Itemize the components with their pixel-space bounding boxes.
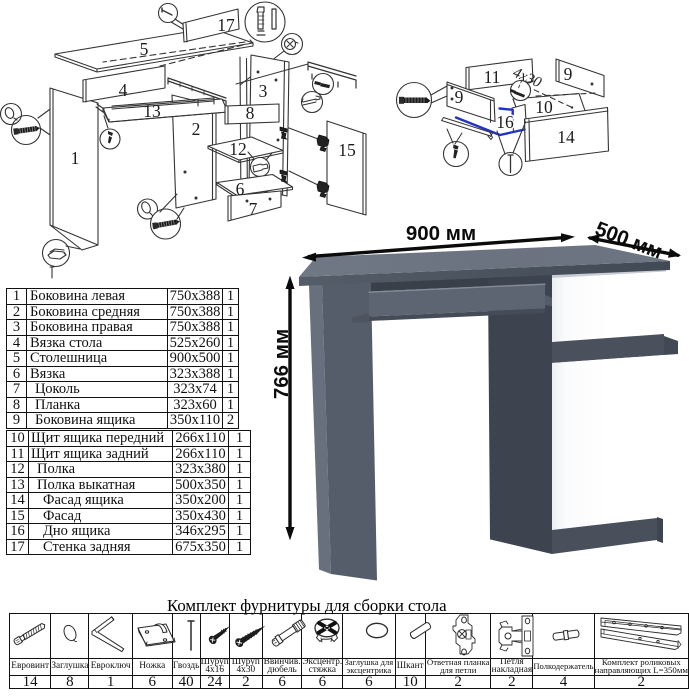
svg-text:766 мм: 766 мм bbox=[270, 329, 293, 399]
svg-text:8: 8 bbox=[246, 103, 255, 123]
svg-text:14: 14 bbox=[557, 127, 575, 147]
svg-text:1: 1 bbox=[71, 148, 80, 168]
svg-text:5: 5 bbox=[140, 39, 149, 59]
svg-text:16: 16 bbox=[496, 112, 514, 132]
svg-text:7: 7 bbox=[249, 199, 258, 219]
svg-text:11: 11 bbox=[484, 67, 501, 87]
svg-text:3: 3 bbox=[259, 81, 268, 101]
svg-text:9: 9 bbox=[455, 87, 464, 107]
svg-text:12: 12 bbox=[229, 139, 247, 159]
svg-text:6: 6 bbox=[236, 179, 245, 199]
svg-text:2: 2 bbox=[192, 119, 201, 139]
svg-text:9: 9 bbox=[564, 64, 573, 84]
svg-text:17: 17 bbox=[217, 15, 235, 35]
svg-text:13: 13 bbox=[143, 101, 161, 121]
svg-text:4: 4 bbox=[119, 80, 128, 100]
svg-text:900 мм: 900 мм bbox=[406, 222, 476, 245]
svg-text:10: 10 bbox=[535, 97, 553, 117]
svg-text:15: 15 bbox=[338, 140, 356, 160]
